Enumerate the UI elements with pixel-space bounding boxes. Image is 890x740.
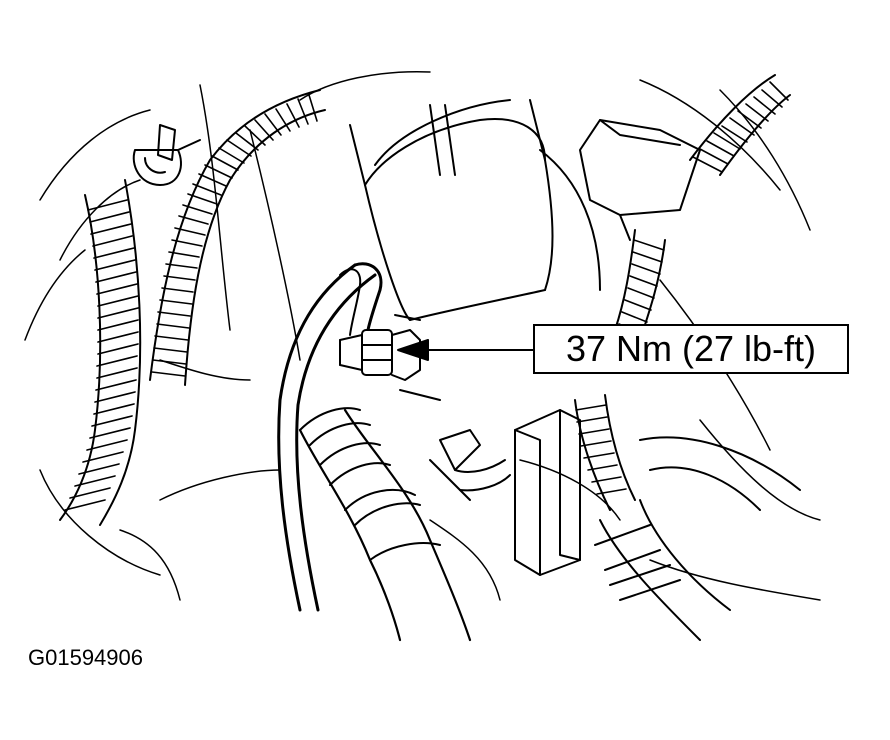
- tube-nut-fitting: [339, 314, 441, 401]
- lower-right-module: [514, 409, 581, 576]
- background-contours: [24, 70, 821, 601]
- hose-clamp: [429, 429, 511, 501]
- callout-arrow: [397, 339, 534, 361]
- large-hose: [298, 407, 472, 642]
- figure-id: G01594906: [28, 645, 143, 670]
- wiring-loom-left: [59, 179, 142, 526]
- wiring-loom-upper-right: [689, 74, 791, 176]
- reservoir-tube: [349, 99, 601, 321]
- fluid-line: [277, 262, 383, 612]
- harness-clip: [132, 124, 201, 186]
- wiring-loom-middle: [149, 89, 326, 386]
- torque-label: 37 Nm (27 lb-ft): [565, 328, 817, 369]
- wiring-loom-lower-right: [574, 394, 636, 511]
- upper-right-bracket: [579, 119, 701, 241]
- torque-callout: 37 Nm (27 lb-ft): [533, 324, 849, 374]
- lower-right-hose: [594, 436, 801, 641]
